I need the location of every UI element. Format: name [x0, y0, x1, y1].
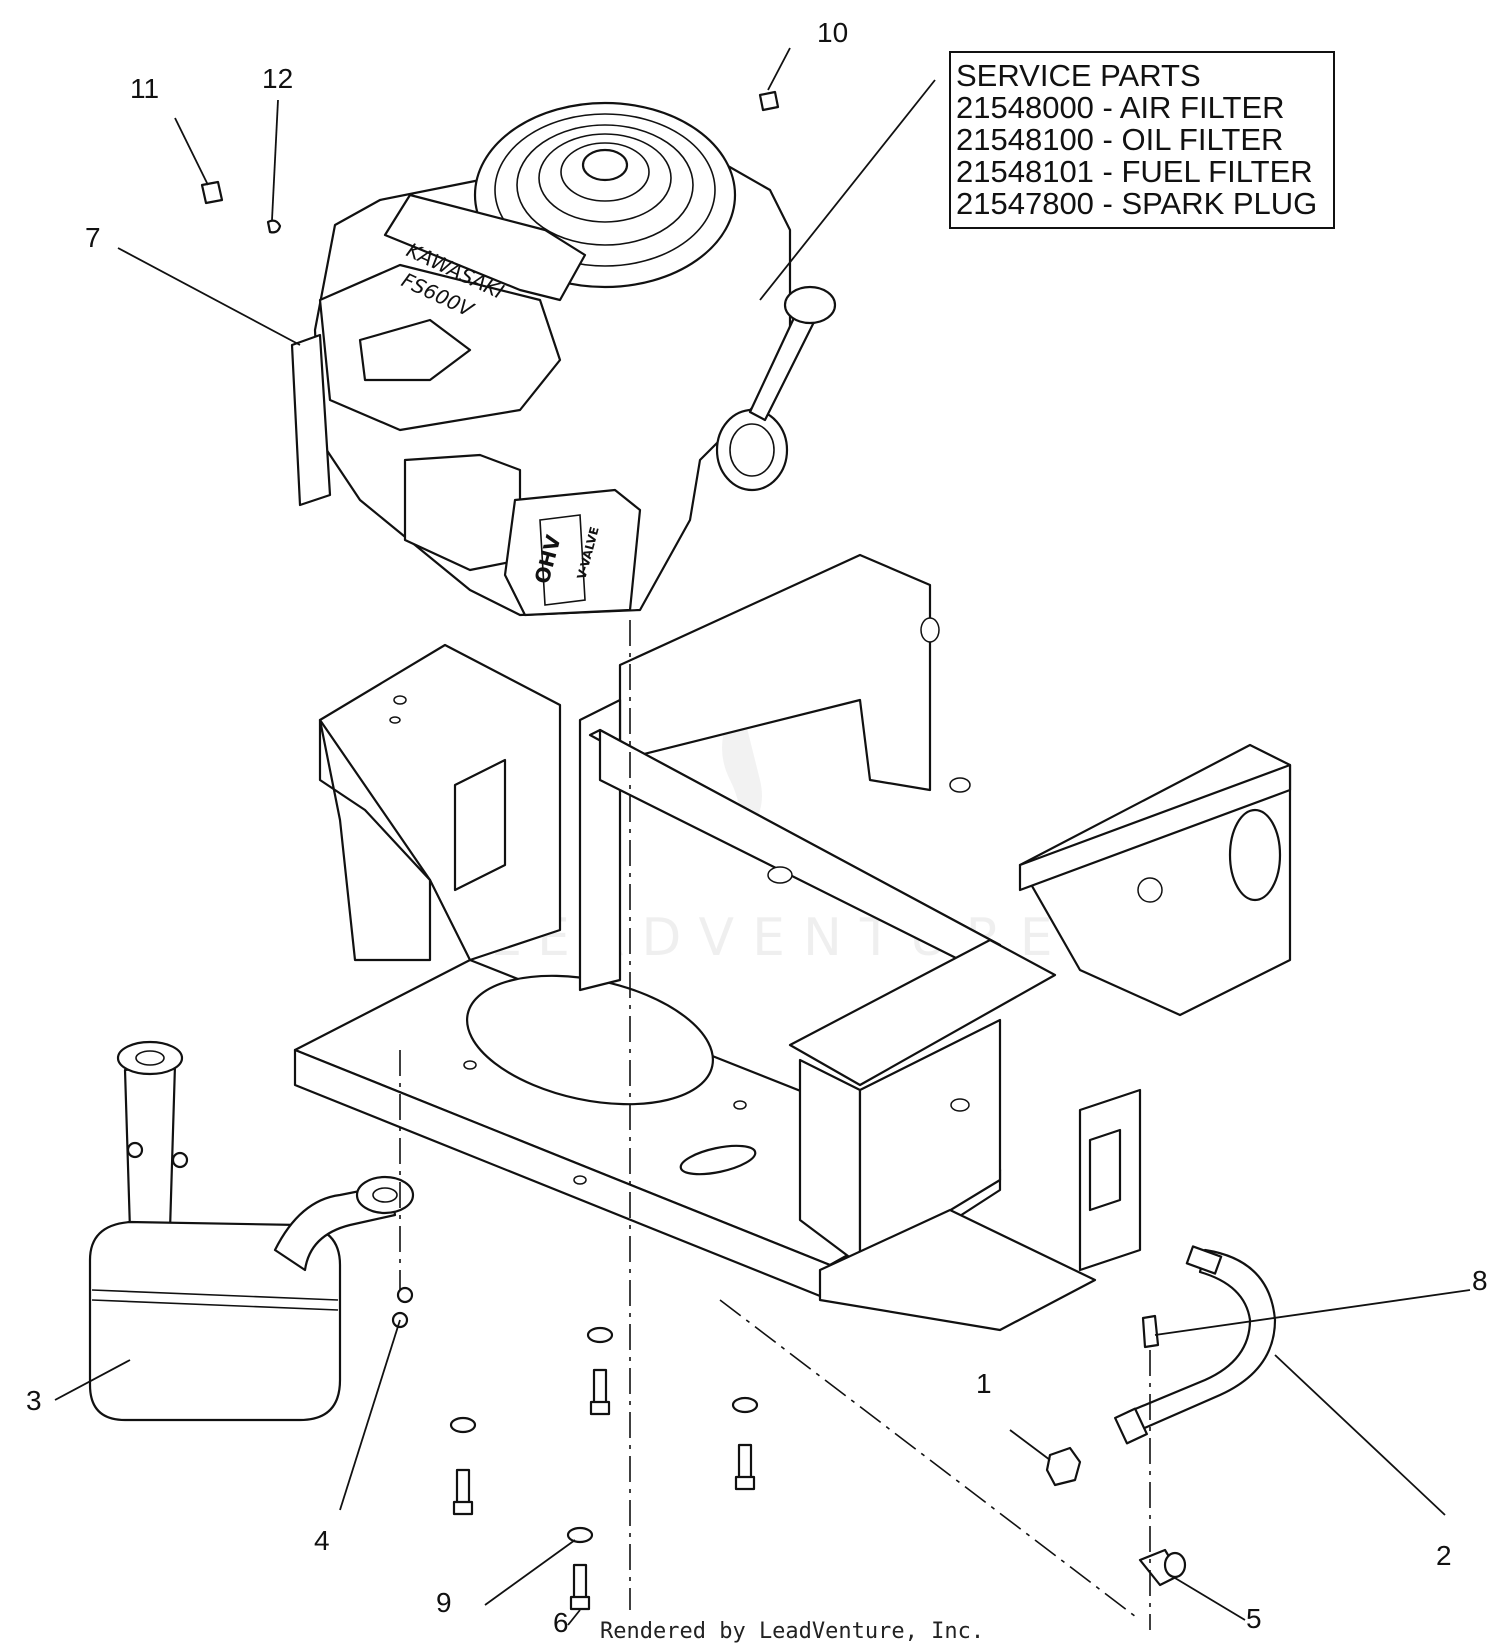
service-part-item: 21548100 - OIL FILTER [956, 122, 1283, 157]
render-credit: Rendered by LeadVenture, Inc. [600, 1619, 984, 1644]
callout-4: 4 [314, 1525, 330, 1556]
callout-7: 7 [85, 222, 101, 253]
callout-numbers: 1 2 3 4 5 6 7 8 9 10 11 12 [26, 17, 1488, 1638]
hardware-parts [200, 90, 1277, 1611]
callout-10: 10 [817, 17, 848, 48]
callout-12: 12 [262, 63, 293, 94]
service-parts-box: SERVICE PARTS 21548000 - AIR FILTER 2154… [949, 51, 1335, 229]
service-parts-title: SERVICE PARTS [956, 58, 1201, 93]
chassis-frame [293, 553, 1292, 1332]
callout-8: 8 [1472, 1265, 1488, 1296]
callout-9: 9 [436, 1587, 452, 1618]
assembly-centerlines [399, 620, 1151, 1630]
callout-1: 1 [976, 1368, 992, 1399]
service-part-item: 21548000 - AIR FILTER [956, 90, 1285, 125]
callout-3: 3 [26, 1385, 42, 1416]
muffler-assembly [88, 1040, 415, 1422]
callout-5: 5 [1246, 1603, 1262, 1634]
callout-6: 6 [553, 1607, 569, 1638]
service-part-item: 21547800 - SPARK PLUG [956, 186, 1317, 221]
engine-assembly: KAWASAKI FS600V OHV V-VALVE [290, 101, 837, 617]
callout-2: 2 [1436, 1540, 1452, 1571]
service-part-item: 21548101 - FUEL FILTER [956, 154, 1313, 189]
callout-11: 11 [130, 73, 159, 104]
leader-lines [54, 47, 1471, 1626]
